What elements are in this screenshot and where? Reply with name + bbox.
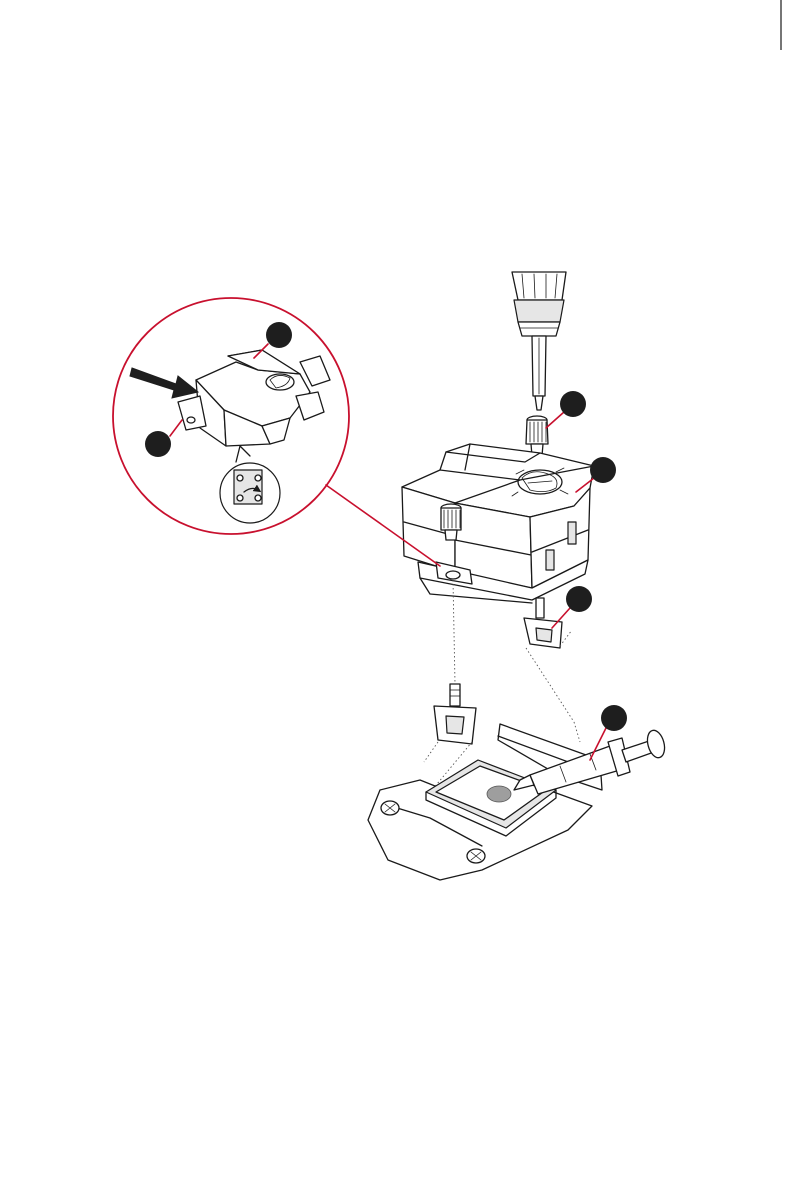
step-badge-zoom-top <box>266 322 292 348</box>
step-badge-pump <box>590 457 616 483</box>
thermal-paste-dot <box>487 786 511 802</box>
step-badge-screw <box>560 391 586 417</box>
step-badge-zoom-left <box>145 431 171 457</box>
thumb-screw-top <box>526 416 548 456</box>
step-badge-paste <box>601 705 627 731</box>
cpu-socket <box>368 724 602 880</box>
step-badge-standoff <box>566 586 592 612</box>
standoff-bracket-left <box>434 684 476 744</box>
screwdriver-icon <box>512 272 566 410</box>
pump-block <box>402 444 594 603</box>
